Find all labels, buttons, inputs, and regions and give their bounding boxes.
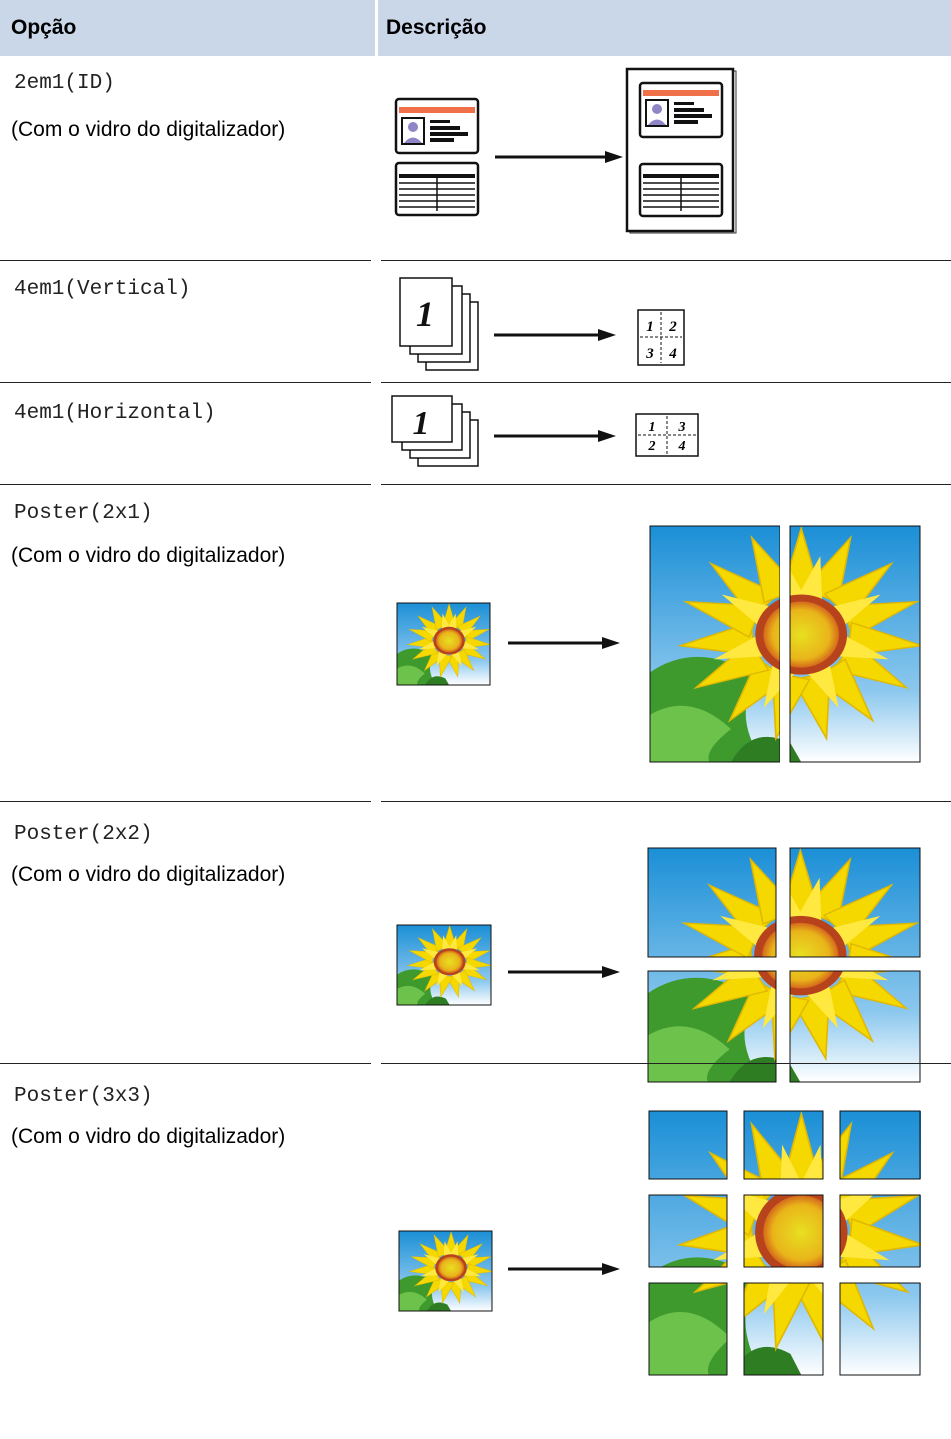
- header-description: Descrição: [386, 16, 487, 39]
- cell-number: 2: [668, 319, 677, 335]
- cell-number: 4: [668, 346, 677, 362]
- option-code: 2em1(ID): [14, 72, 115, 95]
- row-divider: [0, 801, 371, 802]
- cell-number: 1: [649, 420, 656, 435]
- row-divider: [381, 484, 951, 485]
- id-card-2in1-icon: [394, 67, 737, 234]
- cell-number: 2: [648, 439, 656, 454]
- cell-number: 4: [678, 439, 686, 454]
- cell-number: 3: [645, 346, 654, 362]
- row-divider: [0, 1063, 371, 1064]
- option-code: Poster(2x1): [14, 502, 153, 525]
- table-row: 4em1(Horizontal) 1 1 3 2 4: [0, 382, 951, 484]
- header-divider: [375, 0, 378, 56]
- option-code: 4em1(Vertical): [14, 278, 191, 301]
- row-divider: [381, 1063, 951, 1064]
- table-row: Poster(3x3) (Com o vidro do digitalizado…: [0, 1063, 951, 1439]
- table-row: 2em1(ID) (Com o vidro do digitalizador): [0, 56, 951, 260]
- row-divider: [381, 382, 951, 383]
- page-number: 1: [416, 294, 434, 334]
- table-row: 4em1(Vertical) 1 1 2 3 4: [0, 260, 951, 382]
- row-divider: [381, 260, 951, 261]
- option-note: (Com o vidro do digitalizador): [11, 863, 286, 886]
- row-divider: [381, 801, 951, 802]
- poster-2x2-sunflower-icon: [396, 845, 926, 1085]
- poster-2x1-sunflower-icon: [396, 524, 921, 764]
- four-in-one-horizontal-icon: 1 1 3 2 4: [391, 395, 699, 467]
- poster-3x3-sunflower-icon: [398, 1105, 926, 1379]
- option-note: (Com o vidro do digitalizador): [11, 118, 286, 141]
- page-number: 1: [413, 405, 430, 442]
- cell-number: 1: [646, 319, 654, 335]
- row-divider: [0, 260, 371, 261]
- option-code: Poster(2x2): [14, 823, 153, 846]
- option-note: (Com o vidro do digitalizador): [11, 1125, 286, 1148]
- table-header: Opção Descrição: [0, 0, 951, 56]
- option-note: (Com o vidro do digitalizador): [11, 544, 286, 567]
- cell-number: 3: [678, 420, 686, 435]
- table-row: Poster(2x1) (Com o vidro do digitalizado…: [0, 484, 951, 801]
- four-in-one-vertical-icon: 1 1 2 3 4: [399, 277, 685, 371]
- row-divider: [0, 484, 371, 485]
- header-option: Opção: [11, 16, 77, 39]
- table-row: Poster(2x2) (Com o vidro do digitalizado…: [0, 801, 951, 1085]
- option-code: Poster(3x3): [14, 1085, 153, 1108]
- row-divider: [0, 382, 371, 383]
- option-code: 4em1(Horizontal): [14, 402, 216, 425]
